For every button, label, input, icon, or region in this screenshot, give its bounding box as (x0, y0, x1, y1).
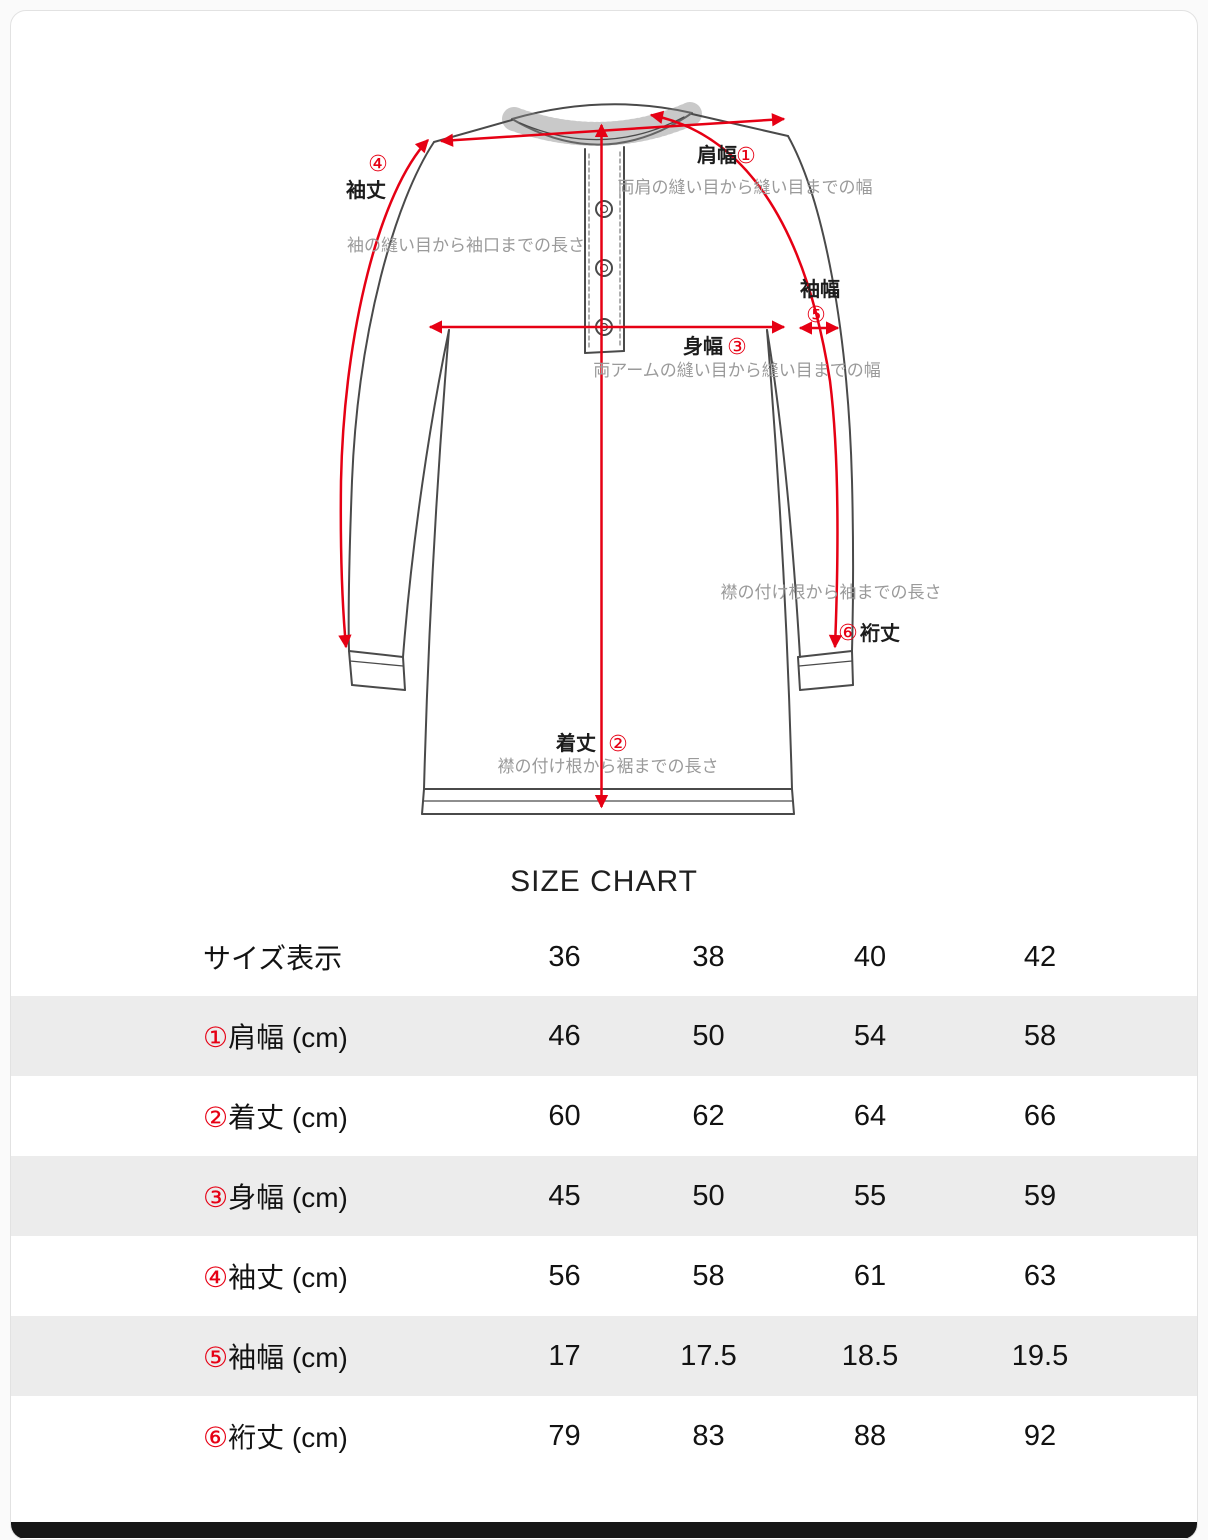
size-value: 45 (548, 1179, 581, 1212)
size-value: 55 (853, 1179, 887, 1212)
yuki-label: 裄丈 (859, 622, 900, 645)
row-number: ② (203, 1102, 229, 1133)
size-label-header: サイズ表示 (203, 943, 343, 974)
size-column-header: 42 (1023, 940, 1057, 973)
row-label: ⑤袖幅 (cm) (203, 1342, 348, 1373)
table-header-row: サイズ表示 36 38 40 42 (11, 918, 1197, 996)
size-value: 88 (853, 1419, 887, 1452)
row-number: ③ (203, 1182, 229, 1213)
size-value: 54 (853, 1019, 887, 1052)
shoulder-width-note: 両肩の縫い目から縫い目までの幅 (618, 178, 873, 197)
size-value: 61 (853, 1259, 887, 1292)
body-length-note: 襟の付け根から裾までの長さ (498, 757, 719, 776)
body-width-label: 身幅 (683, 334, 723, 358)
body-width-number: ③ (727, 334, 747, 359)
row-label: ⑥裄丈 (cm) (203, 1422, 348, 1453)
size-value: 60 (548, 1099, 581, 1132)
size-value: 83 (692, 1419, 725, 1452)
size-value: 18.5 (841, 1339, 899, 1372)
size-value: 17 (548, 1339, 581, 1372)
row-number: ① (203, 1022, 229, 1053)
size-value: 58 (692, 1259, 725, 1292)
arrow-yuki-length (649, 110, 843, 649)
body-width-note: 両アームの縫い目から縫い目までの幅 (593, 361, 880, 380)
row-label: ②着丈 (cm) (203, 1102, 348, 1133)
size-table: サイズ表示 36 38 40 42 ①肩幅 (cm) 46 50 54 58 ②… (11, 918, 1197, 1476)
row-number: ⑥ (203, 1422, 229, 1453)
yuki-number: ⑥ (838, 620, 858, 645)
size-value: 66 (1023, 1099, 1057, 1132)
size-value: 17.5 (680, 1339, 737, 1372)
arrow-sleeve-length (338, 139, 429, 649)
table-row: ⑤袖幅 (cm) 17 17.5 18.5 19.5 (11, 1316, 1197, 1396)
size-value: 64 (853, 1099, 887, 1132)
sleeve-length-number: ④ (368, 151, 388, 176)
garment-measurement-diagram: ④ 袖丈 袖の縫い目から袖口までの長さ 肩幅 ① 両肩の縫い目から縫い目までの幅… (11, 11, 1197, 841)
sleeve-length-note: 袖の縫い目から袖口までの長さ (347, 236, 585, 255)
sleeve-width-label: 袖幅 (800, 277, 840, 301)
size-chart-title: SIZE CHART (510, 865, 698, 898)
size-column-header: 38 (692, 940, 725, 973)
shoulder-width-label: 肩幅 (697, 143, 737, 167)
size-value: 92 (1023, 1419, 1057, 1452)
row-label: ①肩幅 (cm) (203, 1022, 348, 1053)
sleeve-length-label: 袖丈 (346, 178, 386, 202)
row-label: ④袖丈 (cm) (203, 1262, 348, 1293)
row-label: ③身幅 (cm) (203, 1182, 348, 1213)
size-value: 59 (1023, 1179, 1057, 1212)
size-value: 19.5 (1011, 1339, 1069, 1372)
size-value: 56 (548, 1259, 581, 1292)
size-value: 79 (548, 1419, 581, 1452)
row-number: ⑤ (203, 1342, 229, 1373)
size-column-header: 40 (853, 940, 887, 973)
size-value: 46 (548, 1019, 581, 1052)
table-row: ⑥裄丈 (cm) 79 83 88 92 (11, 1396, 1197, 1476)
table-row: ③身幅 (cm) 45 50 55 59 (11, 1156, 1197, 1236)
size-guide-card: ④ 袖丈 袖の縫い目から袖口までの長さ 肩幅 ① 両肩の縫い目から縫い目までの幅… (10, 10, 1198, 1540)
size-value: 50 (692, 1019, 725, 1052)
yuki-note: 襟の付け根から袖までの長さ (721, 583, 942, 602)
size-value: 58 (1023, 1019, 1057, 1052)
shoulder-width-number: ① (736, 143, 756, 168)
body-length-number: ② (608, 731, 628, 756)
size-value: 50 (692, 1179, 725, 1212)
size-value: 62 (692, 1099, 725, 1132)
table-row: ④袖丈 (cm) 56 58 61 63 (11, 1236, 1197, 1316)
size-value: 63 (1023, 1259, 1057, 1292)
row-number: ④ (203, 1262, 229, 1293)
table-row: ②着丈 (cm) 60 62 64 66 (11, 1076, 1197, 1156)
body-length-label: 着丈 (555, 731, 596, 755)
cropped-bottom-element (11, 1522, 1197, 1538)
sleeve-width-number: ⑤ (806, 302, 826, 327)
table-row: ①肩幅 (cm) 46 50 54 58 (11, 996, 1197, 1076)
size-column-header: 36 (548, 940, 581, 973)
